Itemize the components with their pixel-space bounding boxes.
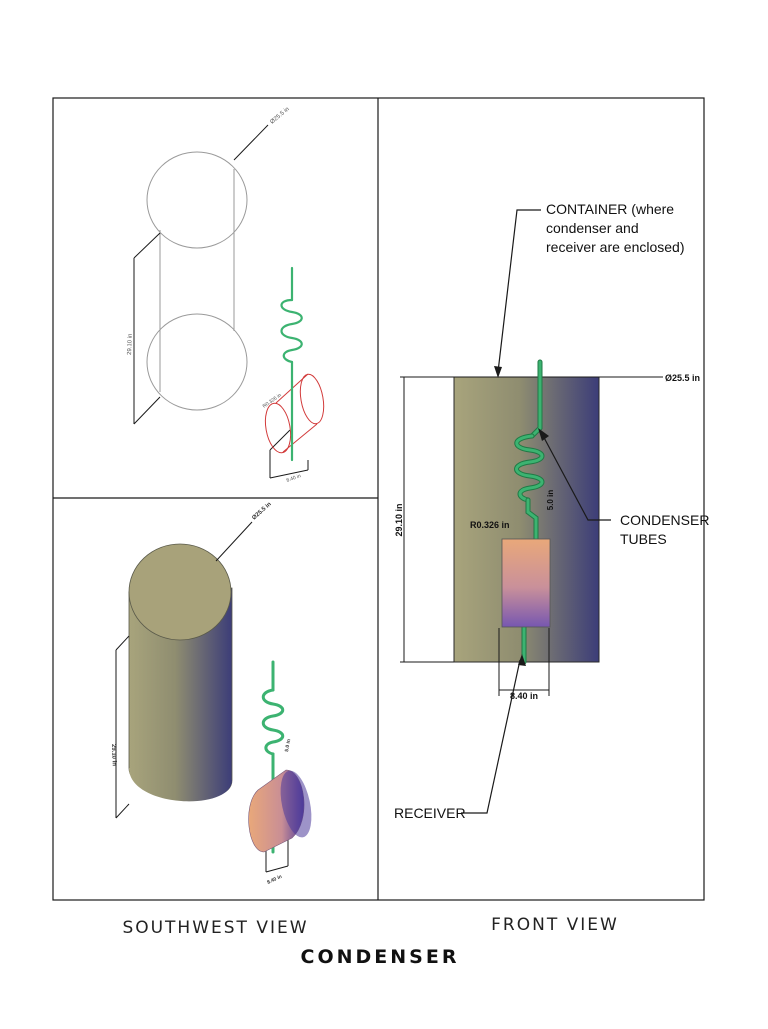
wireframe-dimension-lines bbox=[133, 124, 309, 479]
front-diameter-label: Ø25.5 in bbox=[665, 373, 700, 383]
front-radius-label: R0.326 in bbox=[470, 520, 510, 530]
front-condenser-tube bbox=[514, 359, 545, 665]
wireframe-receiver bbox=[264, 373, 325, 454]
callout-leaders bbox=[461, 209, 611, 814]
wireframe-radius-label: R0.326 in bbox=[262, 392, 283, 409]
container-callout-line-3: receiver are enclosed) bbox=[546, 239, 685, 255]
receiver-body bbox=[501, 538, 551, 628]
front-width-label: 8.40 in bbox=[510, 691, 538, 701]
shaded-height-label: 29.10 in bbox=[110, 744, 117, 767]
container-callout-line-2: condenser and bbox=[546, 220, 639, 236]
wireframe-diameter-label: Ø25.5 in bbox=[269, 106, 290, 125]
drawing-frame bbox=[52, 97, 705, 901]
wireframe-condenser-tube bbox=[280, 266, 303, 462]
callout-arrowheads bbox=[494, 366, 549, 666]
shaded-coil-label: 5.0 in bbox=[284, 739, 292, 753]
shaded-cylinder-top bbox=[128, 543, 232, 641]
condenser-callout-line-1: CONDENSER bbox=[620, 512, 710, 528]
wireframe-view: Ø25.5 in 29.10 in R0.326 in 8.40 in bbox=[127, 106, 325, 484]
drawing-title: CONDENSER bbox=[300, 946, 460, 968]
front-dimension-lines bbox=[400, 376, 663, 696]
front-view-label: FRONT VIEW bbox=[491, 915, 619, 935]
wireframe-height-label: 29.10 in bbox=[127, 334, 134, 356]
shaded-view: Ø25.5 in 29.10 in R0.326 in 8.40 in 5.0 … bbox=[110, 501, 312, 886]
condenser-callout: CONDENSER TUBES bbox=[620, 511, 709, 549]
front-coil-label: 5.0 in bbox=[546, 490, 555, 511]
condenser-callout-line-2: TUBES bbox=[620, 531, 667, 547]
front-view: Ø25.5 in 29.10 in R0.326 in 8.40 in 5.0 … bbox=[394, 209, 700, 814]
container-callout: CONTAINER (where condenser and receiver … bbox=[546, 200, 685, 257]
container-callout-line-1: CONTAINER (where bbox=[546, 201, 675, 217]
shaded-receiver bbox=[248, 769, 312, 853]
wireframe-width-label: 8.40 in bbox=[286, 473, 302, 484]
shaded-width-label: 8.40 in bbox=[266, 874, 283, 886]
southwest-view-label: SOUTHWEST VIEW bbox=[122, 918, 309, 938]
front-height-label: 29.10 in bbox=[394, 503, 404, 536]
wireframe-cylinder bbox=[146, 151, 248, 411]
receiver-callout: RECEIVER bbox=[394, 805, 466, 821]
shaded-diameter-label: Ø25.5 in bbox=[251, 501, 273, 521]
